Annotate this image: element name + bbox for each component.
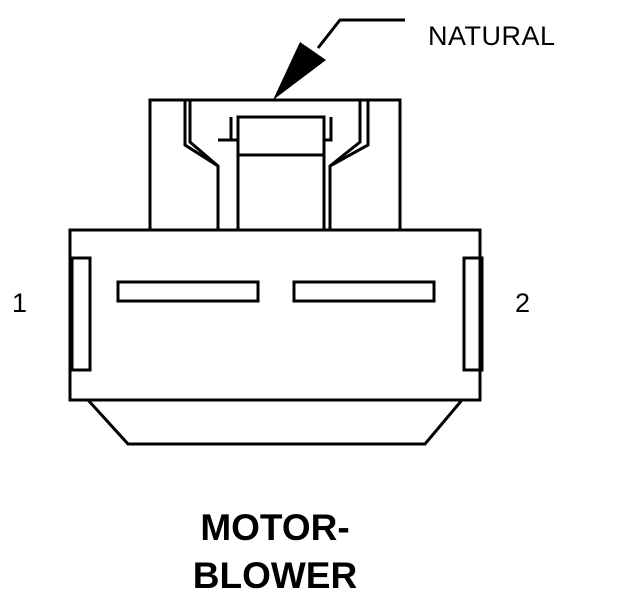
connector-title-line1: MOTOR- xyxy=(200,507,350,548)
callout-arrowhead xyxy=(273,42,326,100)
pin-label-1: 1 xyxy=(12,288,28,318)
latch-post-right xyxy=(328,98,402,230)
latch-post-left xyxy=(148,98,220,230)
callout-leader-line xyxy=(316,18,405,49)
callout-label: NATURAL xyxy=(428,21,556,51)
terminal-cavity-1 xyxy=(116,280,260,303)
side-slot-left xyxy=(70,256,92,372)
side-slot-right xyxy=(462,256,484,372)
pin-label-2: 2 xyxy=(515,288,531,318)
lock-tab xyxy=(236,115,326,232)
latch-housing-top xyxy=(185,98,368,168)
terminal-cavity-2 xyxy=(292,280,436,303)
connector-title-line2: BLOWER xyxy=(192,555,358,596)
connector-body xyxy=(68,228,482,402)
connector-skirt xyxy=(84,398,466,446)
lock-tab-detail xyxy=(218,117,333,157)
